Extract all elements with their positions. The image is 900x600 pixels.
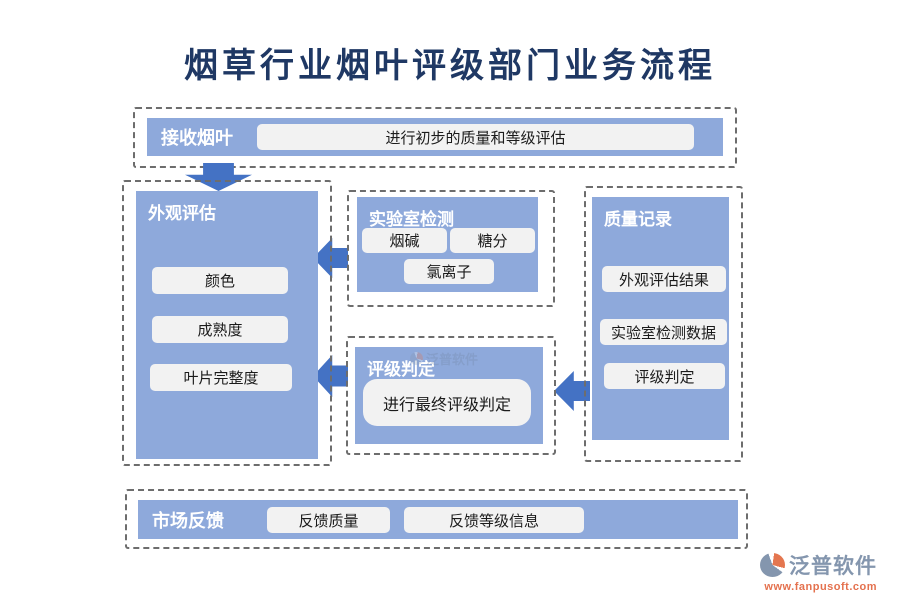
record-item-appearance-result: 外观评估结果 — [602, 266, 726, 292]
market-label: 市场反馈 — [152, 510, 224, 531]
lab-item-nicotine: 烟碱 — [362, 228, 447, 253]
appearance-title: 外观评估 — [148, 204, 216, 223]
grading-panel: 评级判定 泛普软件 进行最终评级判定 — [355, 347, 543, 444]
appearance-item-maturity: 成熟度 — [152, 316, 288, 343]
market-bar: 市场反馈 反馈质量 反馈等级信息 — [138, 500, 738, 539]
receive-action-box: 进行初步的质量和等级评估 — [257, 124, 694, 150]
appearance-section: 外观评估 颜色 成熟度 叶片完整度 — [122, 180, 332, 466]
receive-label: 接收烟叶 — [161, 128, 233, 148]
record-item-lab-data: 实验室检测数据 — [600, 319, 727, 345]
market-item-feedback-grade-info: 反馈等级信息 — [404, 507, 584, 533]
receive-bar: 接收烟叶 进行初步的质量和等级评估 — [147, 118, 723, 156]
fanpu-logo-icon — [760, 553, 785, 577]
lab-item-sugar: 糖分 — [450, 228, 535, 253]
grading-section: 评级判定 泛普软件 进行最终评级判定 — [346, 336, 556, 455]
fanpu-logo-row: 泛普软件 — [760, 550, 877, 580]
fanpu-logo-url: www.fanpusoft.com — [764, 581, 877, 593]
record-title: 质量记录 — [604, 210, 672, 229]
record-item-grading: 评级判定 — [604, 363, 725, 389]
page-title: 烟草行业烟叶评级部门业务流程 — [184, 47, 716, 85]
lab-section: 实验室检测 烟碱 糖分 氯离子 — [347, 190, 555, 307]
lab-panel: 实验室检测 烟碱 糖分 氯离子 — [357, 197, 538, 292]
appearance-panel: 外观评估 颜色 成熟度 叶片完整度 — [136, 191, 318, 459]
grading-action-box: 进行最终评级判定 — [363, 379, 531, 426]
record-section: 质量记录 外观评估结果 实验室检测数据 评级判定 — [584, 186, 743, 462]
fanpu-logo: 泛普软件 www.fanpusoft.com — [760, 550, 877, 593]
receive-section: 接收烟叶 进行初步的质量和等级评估 — [133, 107, 737, 168]
appearance-item-color: 颜色 — [152, 267, 288, 294]
fanpu-logo-name: 泛普软件 — [789, 555, 877, 578]
market-section: 市场反馈 反馈质量 反馈等级信息 — [125, 489, 748, 549]
appearance-item-leaf-integrity: 叶片完整度 — [150, 364, 292, 391]
market-item-feedback-quality: 反馈质量 — [267, 507, 390, 533]
lab-title: 实验室检测 — [369, 210, 454, 229]
lab-item-chloride: 氯离子 — [404, 259, 494, 284]
grading-title: 评级判定 — [367, 360, 435, 379]
record-panel: 质量记录 外观评估结果 实验室检测数据 评级判定 — [592, 197, 729, 440]
